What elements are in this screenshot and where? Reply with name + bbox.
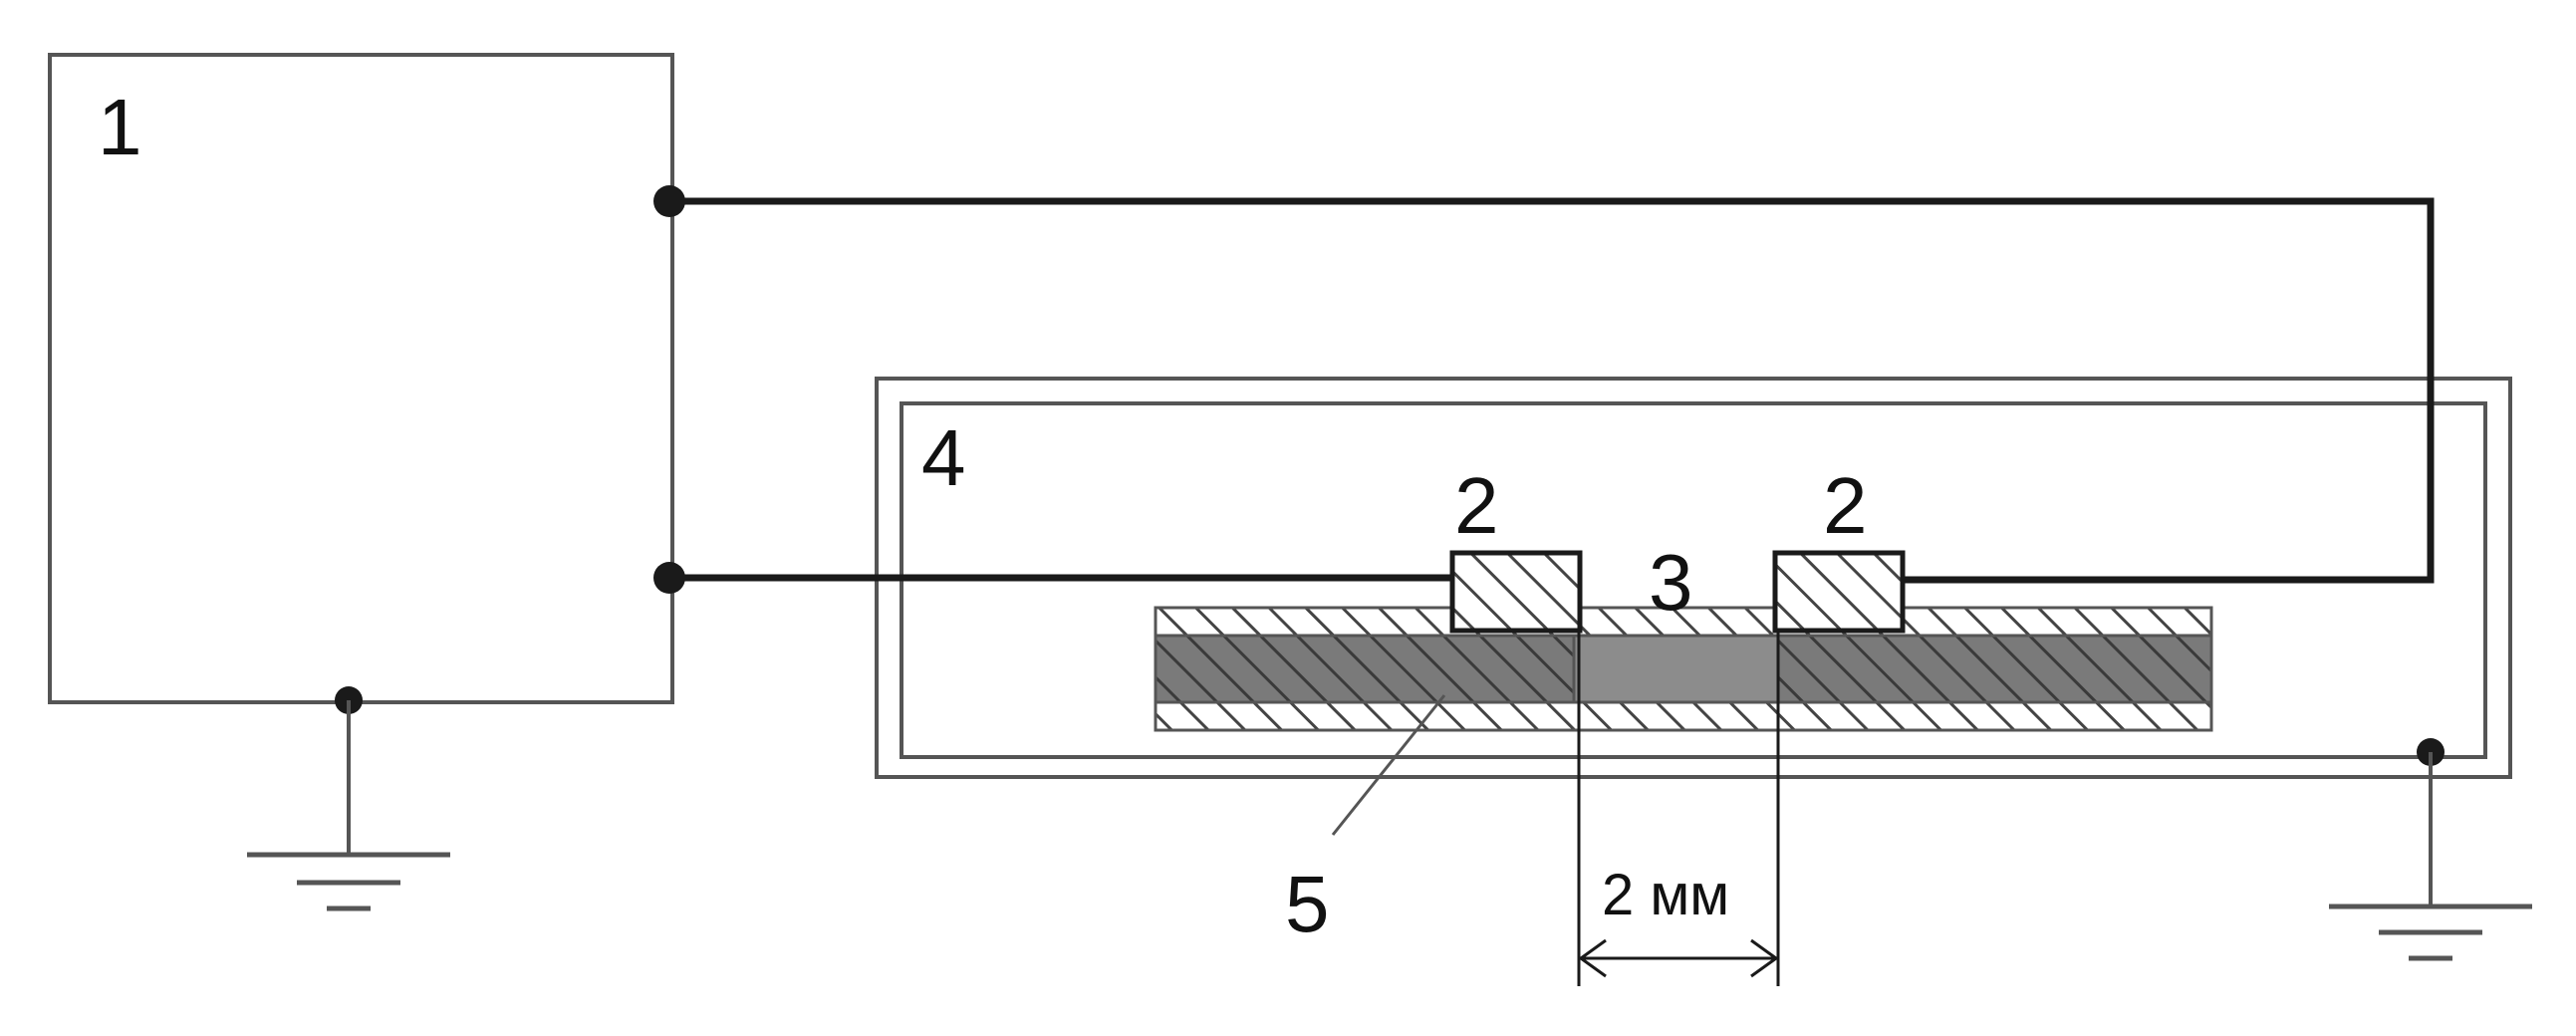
sample-leader-line (1331, 694, 1446, 836)
sample-bottom-layer (1154, 700, 2213, 732)
electrode-left (1449, 550, 1583, 634)
label-electrode-left: 2 (1454, 461, 1499, 550)
label-gap-dimension: 2 мм (1602, 863, 1729, 927)
ground-symbol-right (2329, 738, 2532, 961)
sample-core-left (1154, 634, 1576, 704)
gap-dimension (1577, 631, 1780, 986)
wire-bottom (653, 562, 1452, 594)
wire-top (653, 185, 2435, 584)
label-electrode-right: 2 (1823, 461, 1868, 550)
label-sample: 5 (1285, 860, 1330, 948)
ground-symbol-left (247, 686, 450, 911)
source-box (48, 53, 674, 704)
label-source: 1 (98, 83, 142, 171)
electrode-right (1772, 550, 1906, 634)
sample-core-right (1776, 634, 2213, 704)
label-gap: 3 (1649, 538, 1693, 627)
label-chamber: 4 (921, 413, 966, 502)
gap-region (1572, 634, 1780, 704)
